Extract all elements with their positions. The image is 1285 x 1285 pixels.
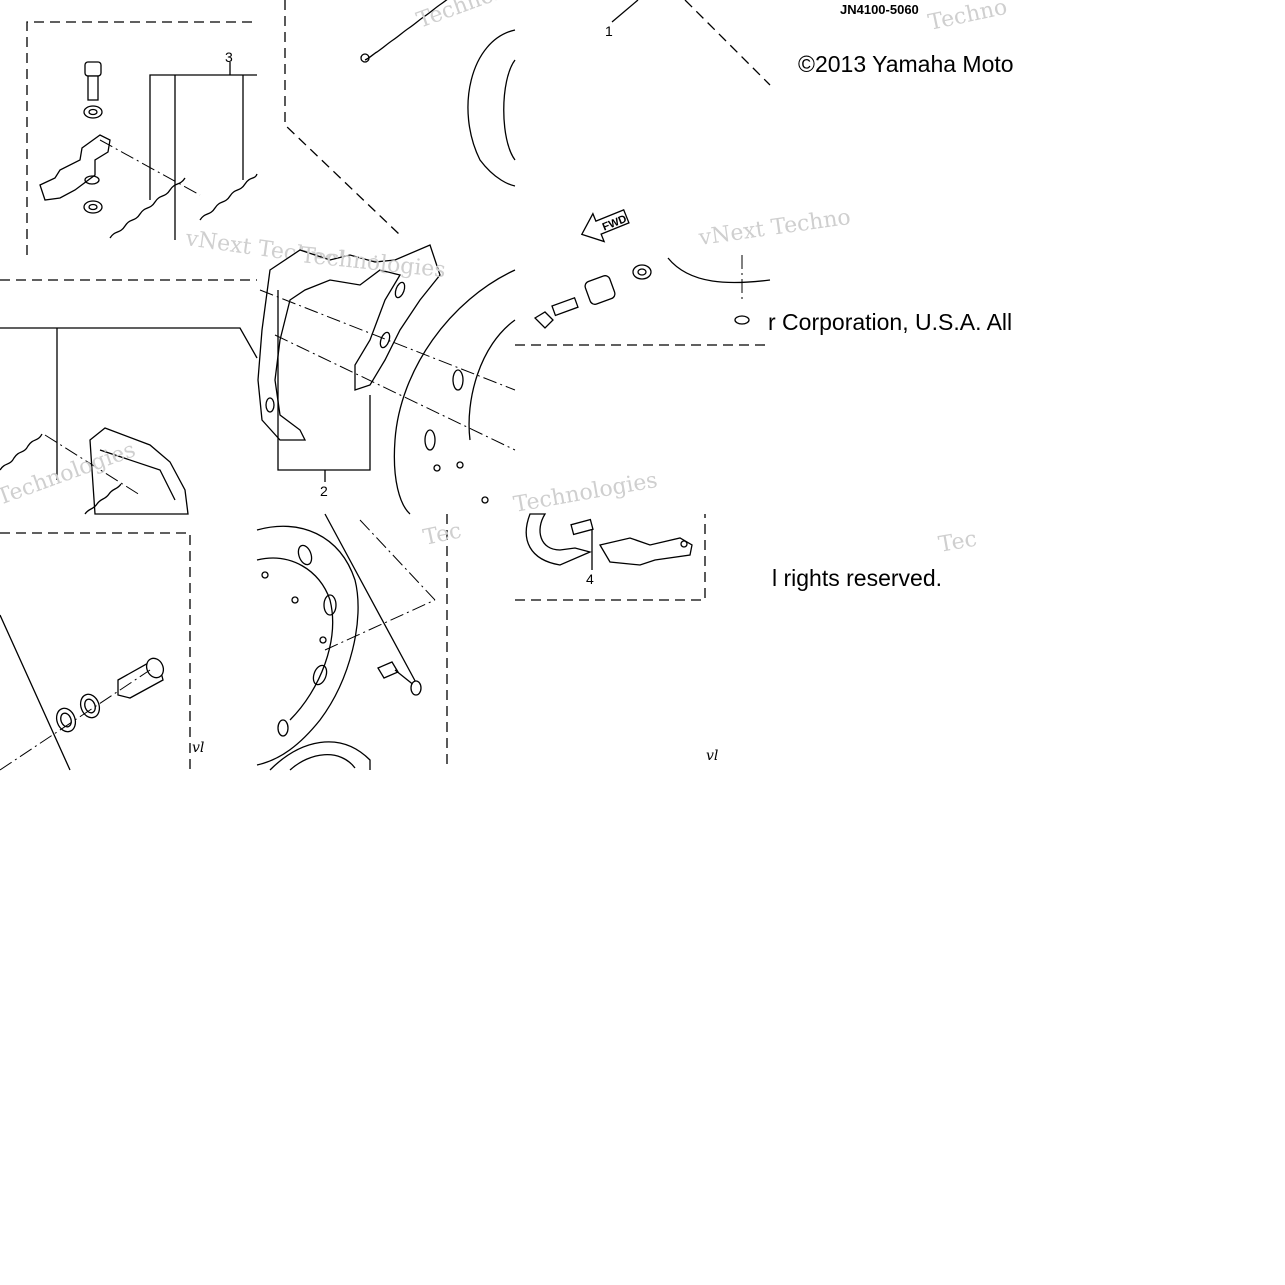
tile-middle-right: FWD vNext Techno r Corporation, U.S.A. A… <box>515 205 1012 346</box>
fwd-arrow-icon: FWD <box>580 209 630 243</box>
tile-bottom-left: vl <box>0 532 204 771</box>
watermark: Techno <box>926 0 1009 36</box>
watermark: Tec <box>421 518 464 550</box>
tile-bottom-center: Tec <box>256 513 464 771</box>
copyright-line-2: r Corporation, U.S.A. All <box>768 309 1012 335</box>
watermark: Technologies <box>414 0 559 34</box>
tile-top-right: JN4100-5060 Techno 1 ©2013 Yamaha Moto <box>605 0 1014 86</box>
copyright-line-1: ©2013 Yamaha Moto <box>798 51 1014 77</box>
tile-top-left: 3 vNext Technologies <box>26 21 404 281</box>
version-mark: vl <box>192 740 204 756</box>
watermark: Technologies <box>512 468 660 518</box>
tile-lower-right: 4 Technologies Tec l rights reserved. vl <box>512 468 979 764</box>
svg-text:FWD: FWD <box>601 213 629 234</box>
tile-top-middle: Technologies <box>284 0 559 236</box>
tile-center: 2 Technologies <box>257 243 516 515</box>
part-code: JN4100-5060 <box>840 2 919 17</box>
callout-1: 1 <box>605 23 613 39</box>
callout-2: 2 <box>320 483 328 499</box>
watermark: vNext Techno <box>696 205 852 251</box>
watermark: Tec <box>937 527 979 558</box>
tile-middle-left: Technologies <box>0 279 258 515</box>
callout-4: 4 <box>586 571 594 587</box>
version-mark: vl <box>706 748 718 764</box>
copyright-line-3: l rights reserved. <box>772 565 942 591</box>
callout-3: 3 <box>225 49 233 65</box>
